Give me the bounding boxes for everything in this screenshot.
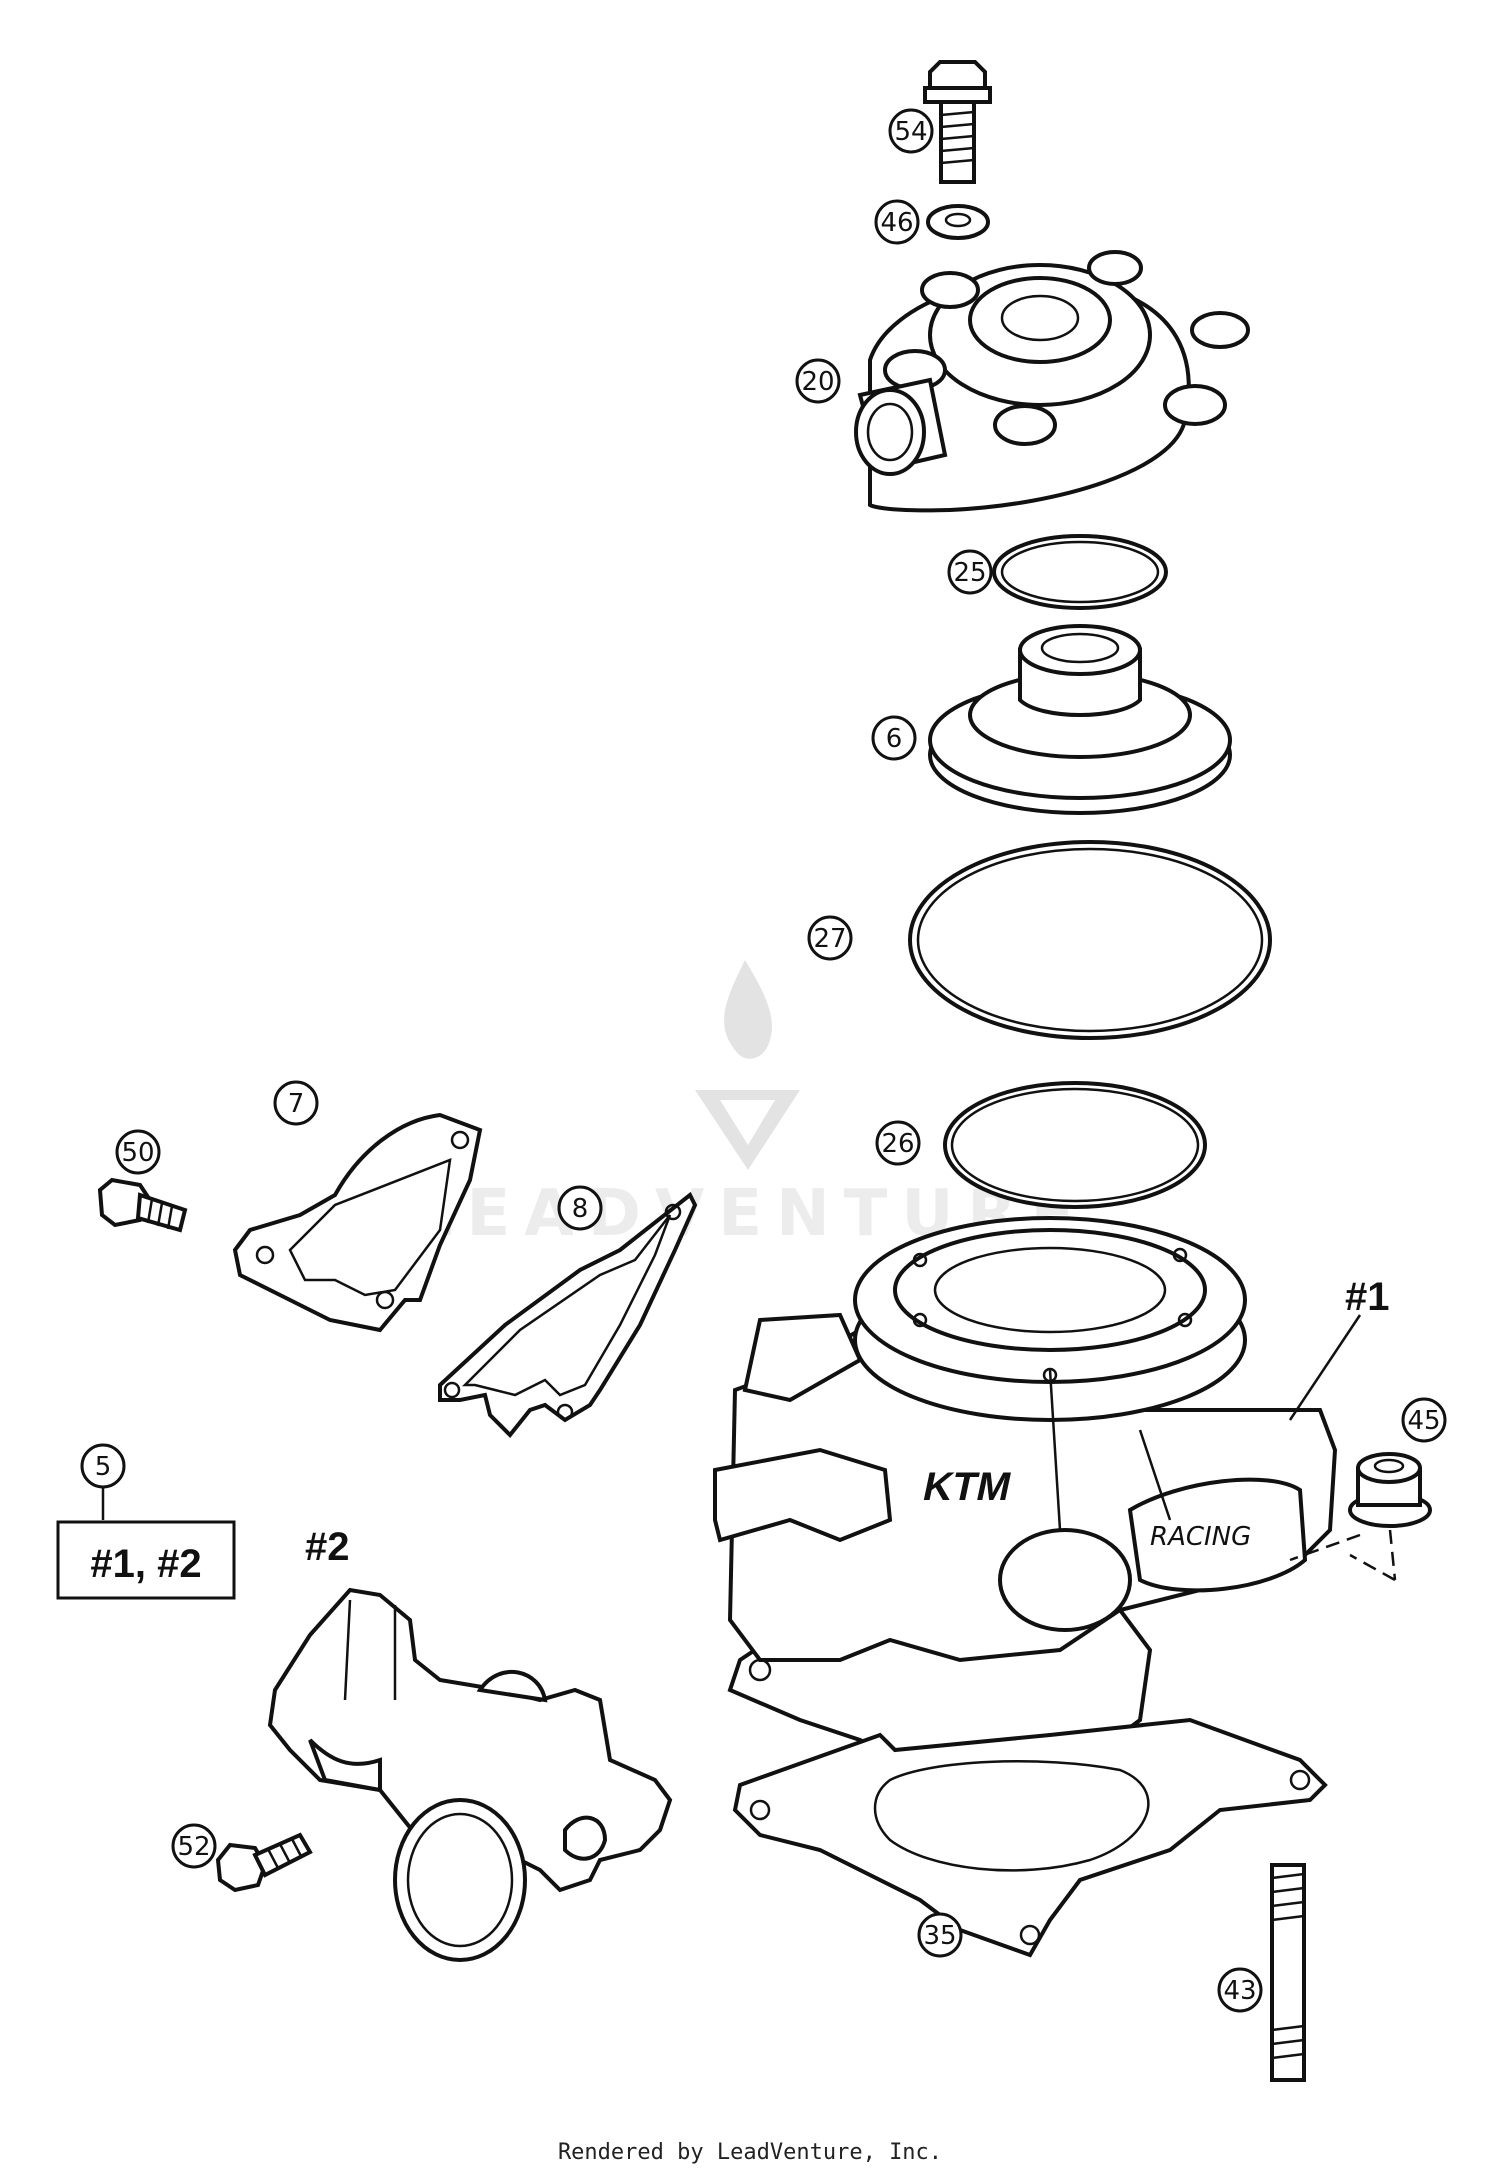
kit-box-label: #1, #2 — [90, 1542, 201, 1586]
callout-52[interactable]: 52 — [171, 1823, 217, 1869]
callout-5[interactable]: 5 — [80, 1443, 126, 1489]
part-7-cover[interactable] — [232, 1112, 483, 1333]
callout-35-text: 35 — [923, 1921, 956, 1951]
part-46-washer[interactable] — [926, 204, 990, 240]
callout-8[interactable]: 8 — [557, 1185, 603, 1231]
callout-27[interactable]: 27 — [807, 915, 853, 961]
part-35-base-gasket[interactable] — [732, 1717, 1328, 1958]
callout-7-text: 7 — [288, 1089, 305, 1119]
part-25-o-ring[interactable] — [992, 534, 1168, 610]
callout-20[interactable]: 20 — [795, 358, 841, 404]
part-43-stud[interactable] — [1270, 1863, 1306, 2082]
callout-6[interactable]: 6 — [871, 715, 917, 761]
callout-43[interactable]: 43 — [1217, 1967, 1263, 2013]
callout-46[interactable]: 46 — [874, 199, 920, 245]
callout-25-text: 25 — [953, 558, 986, 588]
leader-lines — [101, 1314, 1362, 1520]
kit-box: #1, #2 — [56, 1520, 236, 1600]
callout-50-text: 50 — [121, 1138, 154, 1168]
callout-20-text: 20 — [801, 367, 834, 397]
part-54-bolt[interactable] — [923, 60, 992, 184]
racing-logo-text: RACING — [1150, 1522, 1251, 1552]
part-2-exhaust-flange[interactable] — [267, 1587, 673, 1962]
callout-25[interactable]: 25 — [947, 549, 993, 595]
callout-52-text: 52 — [177, 1832, 210, 1862]
callout-45-text: 45 — [1407, 1406, 1440, 1436]
callout-50[interactable]: 50 — [115, 1129, 161, 1175]
part-26-o-ring[interactable] — [943, 1081, 1207, 1209]
callout-26[interactable]: 26 — [875, 1120, 921, 1166]
callout-43-text: 43 — [1223, 1976, 1256, 2006]
footer-credit: Rendered by LeadVenture, Inc. — [557, 2140, 943, 2165]
callout-27-text: 27 — [813, 924, 846, 954]
callout-26-text: 26 — [881, 1129, 914, 1159]
assembly-1-label: #1 — [1345, 1275, 1390, 1319]
callout-46-text: 46 — [880, 208, 913, 238]
callout-8-text: 8 — [572, 1194, 589, 1224]
nut-position-line — [1289, 1529, 1397, 1582]
callout-7[interactable]: 7 — [273, 1080, 319, 1126]
part-52-bolt[interactable] — [215, 1832, 313, 1893]
callout-45[interactable]: 45 — [1401, 1397, 1447, 1443]
part-45-nut[interactable] — [1348, 1452, 1432, 1528]
part-8-gasket[interactable] — [438, 1191, 698, 1438]
part-50-bolt[interactable] — [97, 1177, 188, 1233]
part-1-cylinder[interactable]: KTM RACING — [713, 1216, 1338, 1833]
callout-6-text: 6 — [886, 724, 903, 754]
ktm-logo-text: KTM — [919, 1463, 1015, 1508]
callout-54-text: 54 — [894, 117, 927, 147]
part-27-large-o-ring[interactable] — [908, 840, 1272, 1040]
part-20-cylinder-head[interactable] — [854, 250, 1250, 513]
callout-54[interactable]: 54 — [888, 108, 934, 154]
assembly-2-label: #2 — [305, 1525, 350, 1569]
callout-5-text: 5 — [95, 1452, 112, 1482]
part-6-head-insert[interactable] — [928, 624, 1232, 815]
callout-35[interactable]: 35 — [917, 1912, 963, 1958]
